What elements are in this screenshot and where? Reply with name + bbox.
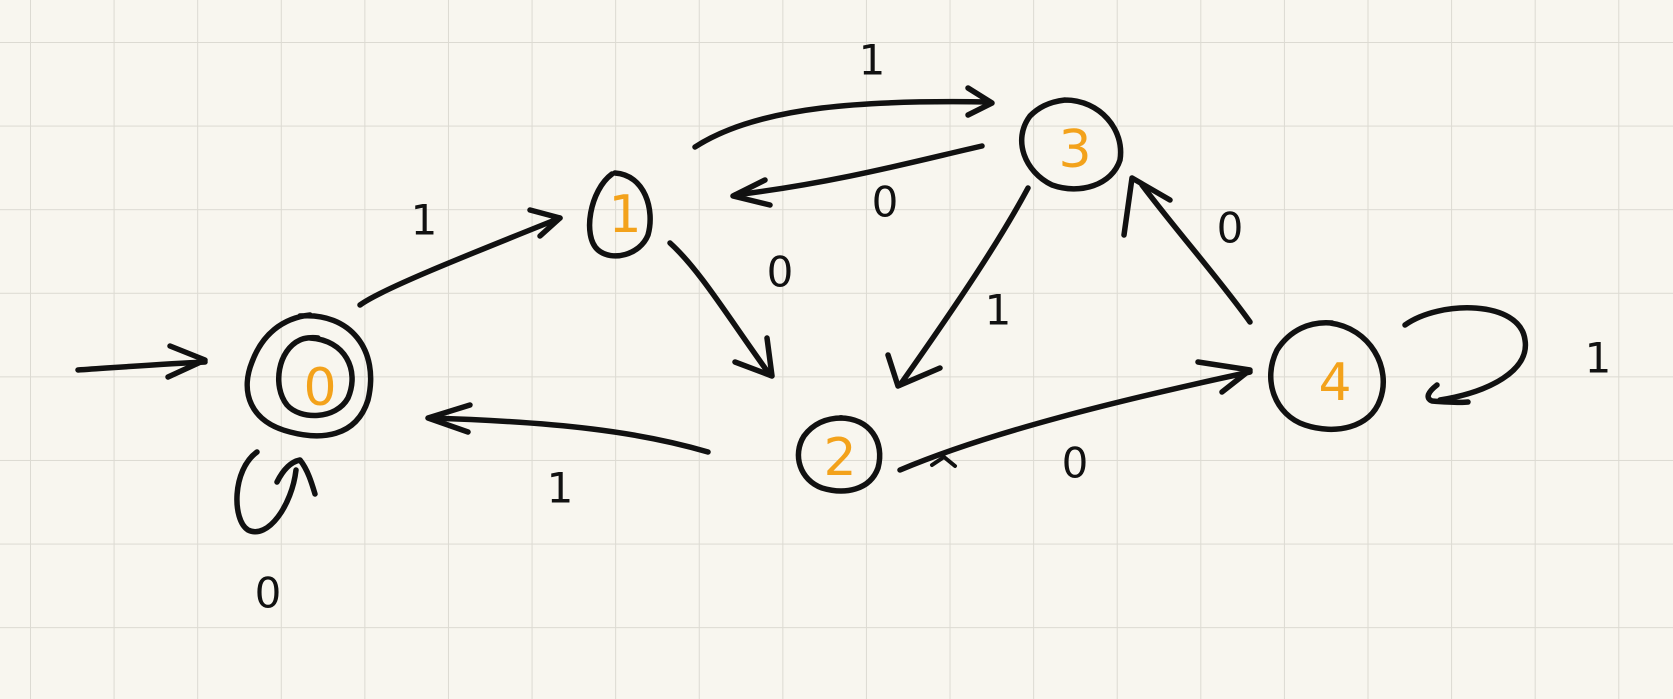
- state-2: 2: [795, 415, 883, 494]
- state-3: 3: [1018, 97, 1124, 192]
- transition-2-4-label: 0: [1062, 439, 1089, 488]
- state-0-label: 0: [303, 358, 336, 418]
- transition-4-4-label: 1: [1585, 334, 1612, 383]
- transition-3-1-label: 0: [872, 178, 899, 227]
- transition-3-2: 1: [885, 185, 1031, 389]
- transition-4-3: 0: [1121, 175, 1253, 325]
- state-4-label: 4: [1318, 353, 1351, 413]
- transition-0-1: 1: [357, 196, 563, 308]
- transition-4-3-label: 0: [1217, 204, 1244, 253]
- state-1-label: 1: [608, 185, 641, 245]
- transition-1-2: 0: [667, 240, 794, 379]
- transition-3-1: 0: [730, 143, 985, 227]
- transition-0-0-label: 0: [255, 569, 282, 618]
- transition-1-3-label: 1: [859, 36, 886, 85]
- state-0: 0: [244, 312, 374, 439]
- transition-0-0: 0: [234, 449, 318, 618]
- state-2-label: 2: [823, 428, 856, 488]
- transition-1-2-label: 0: [767, 248, 794, 297]
- state-4: 4: [1268, 319, 1387, 433]
- transition-2-0-label: 1: [547, 464, 574, 513]
- transition-3-2-label: 1: [985, 286, 1012, 335]
- transition-2-0: 1: [425, 402, 711, 513]
- transition-1-3: 1: [692, 36, 995, 150]
- state-1: 1: [586, 170, 653, 259]
- transition-2-4: 0: [897, 359, 1253, 488]
- start-arrow: [75, 343, 208, 380]
- transition-4-4: 1: [1402, 305, 1612, 406]
- state-0-inner-circle: [276, 334, 355, 419]
- state-0-outer-circle: [244, 312, 374, 439]
- transition-0-1-label: 1: [411, 196, 438, 245]
- state-3-label: 3: [1058, 120, 1091, 180]
